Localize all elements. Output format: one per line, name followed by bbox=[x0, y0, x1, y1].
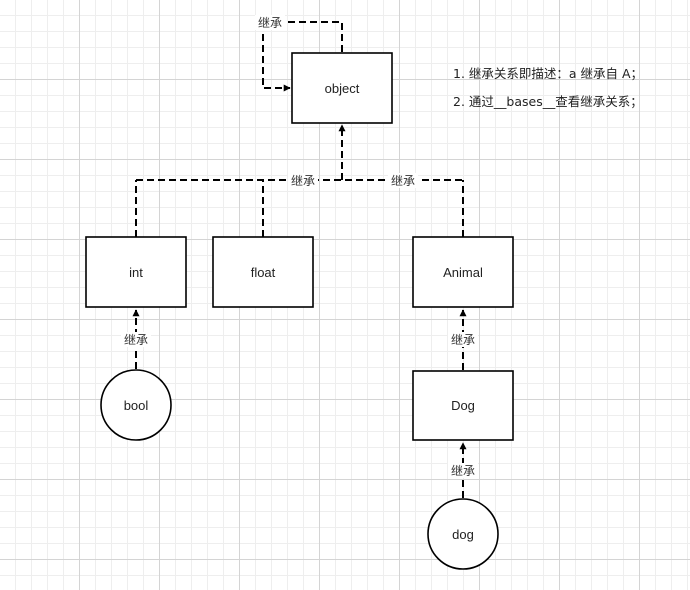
edge-label-bus-left: 继承 bbox=[291, 174, 315, 188]
node-dog-class[interactable]: Dog bbox=[412, 370, 514, 441]
node-animal-label: Animal bbox=[443, 265, 483, 280]
node-float[interactable]: float bbox=[212, 236, 314, 308]
edge-label-instance-dog: 继承 bbox=[451, 464, 475, 478]
node-bool-label: bool bbox=[124, 398, 149, 413]
node-dog-instance-label: dog bbox=[452, 527, 474, 542]
node-animal[interactable]: Animal bbox=[412, 236, 514, 308]
node-object-label: object bbox=[325, 81, 360, 96]
node-object[interactable]: object bbox=[291, 52, 393, 124]
edge-label-bool-int: 继承 bbox=[124, 333, 148, 347]
node-dog-instance[interactable]: dog bbox=[427, 498, 499, 570]
node-int-label: int bbox=[129, 265, 143, 280]
node-int[interactable]: int bbox=[85, 236, 187, 308]
note-1: 1. 继承关系即描述：a 继承自 A； bbox=[453, 66, 644, 81]
note-2: 2. 通过__bases__查看继承关系； bbox=[453, 94, 643, 109]
edge-label-object-self: 继承 bbox=[258, 16, 282, 30]
edge-label-dog-animal: 继承 bbox=[451, 333, 475, 347]
edge-label-bus-right: 继承 bbox=[391, 174, 415, 188]
notes: 1. 继承关系即描述：a 继承自 A； 2. 通过__bases__查看继承关系… bbox=[453, 60, 643, 116]
node-bool[interactable]: bool bbox=[100, 369, 172, 441]
node-float-label: float bbox=[251, 265, 276, 280]
node-dog-class-label: Dog bbox=[451, 398, 475, 413]
